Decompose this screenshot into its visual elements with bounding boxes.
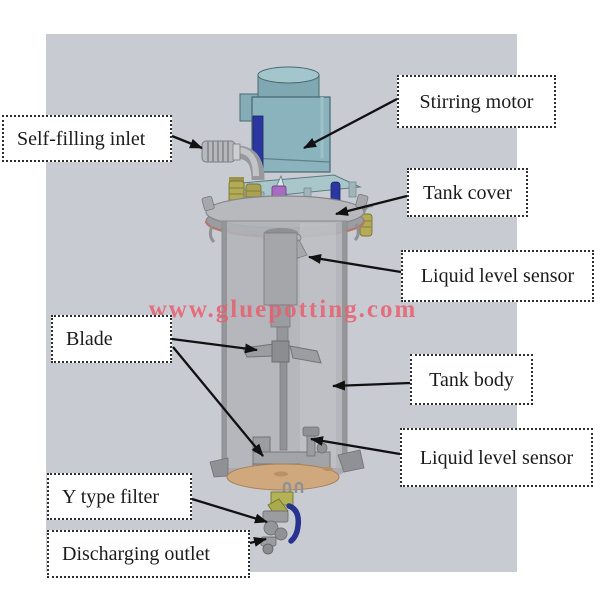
liquid-level-sensor-bottom-graphic bbox=[302, 426, 328, 457]
arrow-self-filling-inlet bbox=[171, 134, 203, 150]
blade-upper-graphic bbox=[242, 340, 322, 364]
arrow-stirring-motor bbox=[303, 97, 398, 150]
arrow-y-type-filter bbox=[191, 497, 268, 524]
label-liquid-level-sensor-bottom: Liquid level sensor bbox=[400, 428, 593, 487]
label-blade: Blade bbox=[51, 315, 172, 363]
arrow-liquid-level-sensor-bottom bbox=[310, 436, 401, 456]
watermark-text: www.gluepotting.com bbox=[148, 296, 418, 323]
label-y-type-filter: Y type filter bbox=[47, 473, 192, 520]
arrow-blade-upper bbox=[171, 337, 258, 354]
arrow-blade-lower bbox=[172, 346, 264, 457]
label-liquid-level-sensor-top: Liquid level sensor bbox=[401, 250, 594, 302]
label-tank-cover: Tank cover bbox=[407, 168, 528, 217]
label-stirring-motor: Stirring motor bbox=[397, 75, 556, 128]
stirring-shaft-graphic bbox=[263, 228, 298, 451]
stirring-motor-graphic bbox=[239, 66, 331, 174]
arrow-discharging-outlet bbox=[249, 537, 267, 547]
label-self-filling-inlet: Self-filling inlet bbox=[2, 115, 172, 162]
bottom-plate-graphic bbox=[226, 463, 340, 491]
discharge-valve-graphic bbox=[260, 481, 304, 555]
arrow-tank-body bbox=[332, 380, 411, 391]
arrow-tank-cover bbox=[335, 194, 408, 216]
self-filling-inlet-graphic bbox=[201, 140, 265, 181]
label-tank-body: Tank body bbox=[410, 354, 533, 405]
label-discharging-outlet: Discharging outlet bbox=[47, 530, 250, 578]
tank-feet-graphic bbox=[209, 449, 365, 478]
arrow-liquid-level-sensor-top bbox=[308, 253, 402, 274]
